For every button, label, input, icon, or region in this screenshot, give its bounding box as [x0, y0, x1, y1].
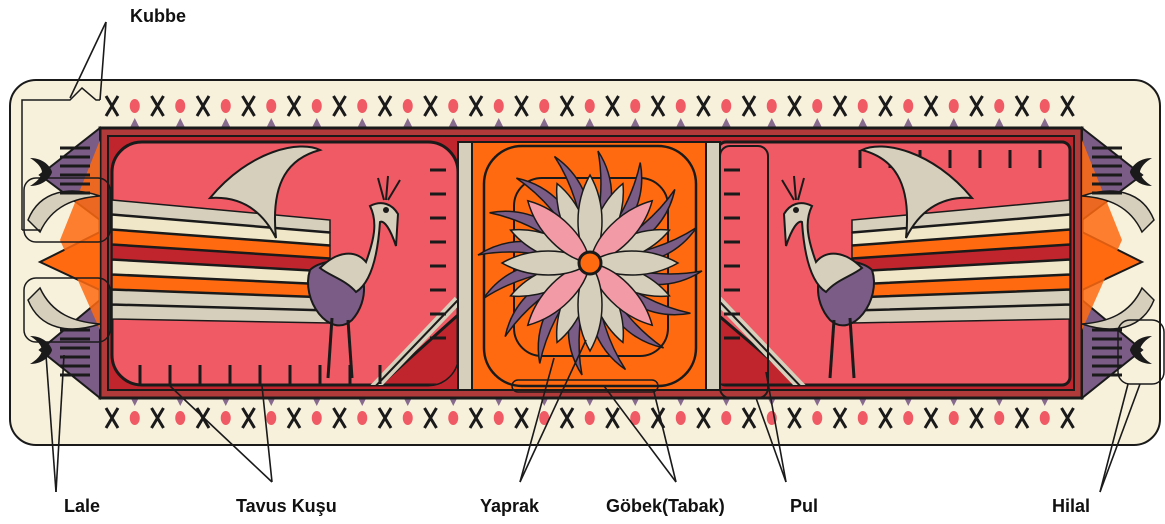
dot-icon [1040, 99, 1050, 113]
dot-icon [221, 99, 231, 113]
dot-icon [994, 411, 1004, 425]
dot-icon [1040, 411, 1050, 425]
flower-center [579, 252, 601, 274]
dot-icon [630, 99, 640, 113]
dot-icon [585, 411, 595, 425]
dot-icon [812, 99, 822, 113]
dot-icon [312, 99, 322, 113]
dot-icon [312, 411, 322, 425]
label-tavus-kusu: Tavus Kuşu [236, 496, 337, 516]
label-lale: Lale [64, 496, 100, 516]
label-yaprak: Yaprak [480, 496, 540, 516]
dot-icon [357, 99, 367, 113]
dot-icon [676, 411, 686, 425]
dot-icon [585, 99, 595, 113]
dot-icon [175, 411, 185, 425]
label-pul: Pul [790, 496, 818, 516]
dot-icon [175, 99, 185, 113]
dot-icon [403, 411, 413, 425]
dot-icon [767, 99, 777, 113]
dot-icon [858, 411, 868, 425]
dot-icon [403, 99, 413, 113]
dot-icon [494, 411, 504, 425]
dot-icon [130, 411, 140, 425]
dot-icon [357, 411, 367, 425]
gobek-medallion [472, 142, 706, 390]
dot-icon [676, 99, 686, 113]
label-hilal: Hilal [1052, 496, 1090, 516]
dot-icon [448, 99, 458, 113]
dot-icon [812, 411, 822, 425]
dot-icon [130, 99, 140, 113]
label-kubbe: Kubbe [130, 6, 186, 26]
dot-icon [949, 411, 959, 425]
dot-icon [494, 99, 504, 113]
dot-icon [721, 411, 731, 425]
dot-icon [994, 99, 1004, 113]
dot-icon [266, 411, 276, 425]
dot-icon [721, 99, 731, 113]
dot-icon [903, 411, 913, 425]
label-gobek-tabak: Göbek(Tabak) [606, 496, 725, 516]
dot-icon [266, 99, 276, 113]
dot-icon [539, 99, 549, 113]
dot-icon [858, 99, 868, 113]
dot-icon [903, 99, 913, 113]
dot-icon [448, 411, 458, 425]
dot-icon [221, 411, 231, 425]
dot-icon [949, 99, 959, 113]
